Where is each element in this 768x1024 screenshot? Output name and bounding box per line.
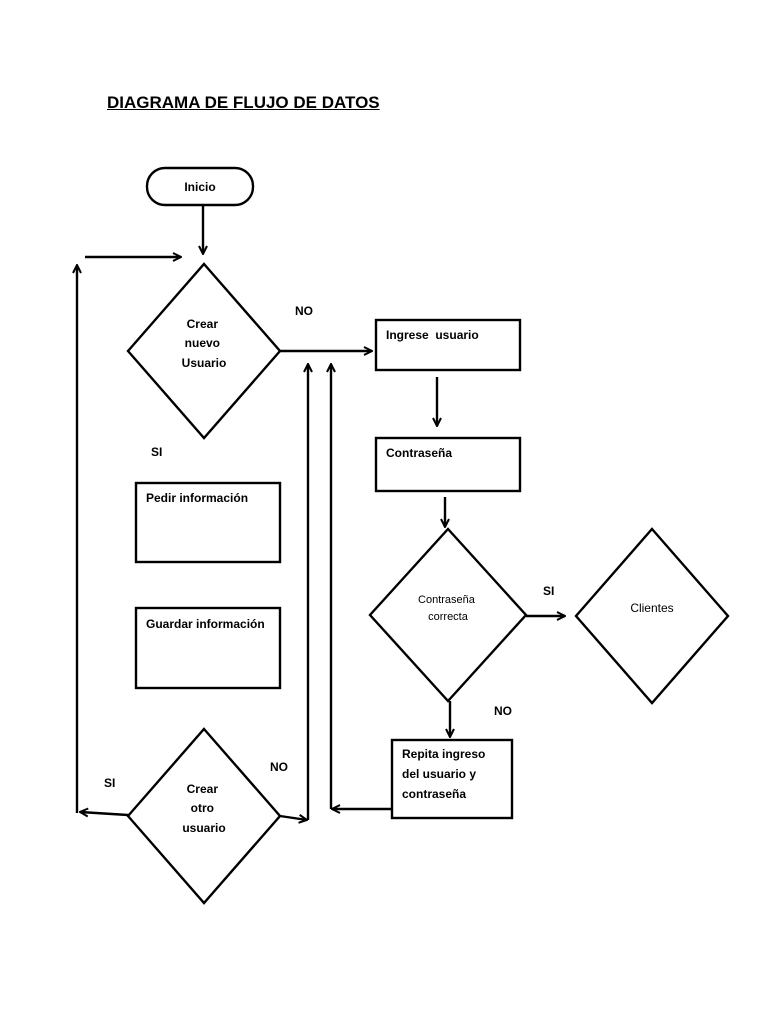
node-repita-ingreso: Repita ingreso del usuario y contraseña: [390, 738, 514, 820]
node-crear-nuevo-usuario: Crear nuevo Usuario: [126, 262, 282, 440]
node-repita-ingreso-label: Repita ingreso del usuario y contraseña: [402, 747, 489, 801]
node-clientes: Clientes: [574, 527, 730, 705]
edge-crear-otro-si: [80, 812, 129, 815]
node-contrasena: Contraseña: [374, 436, 522, 493]
edge-label-no-contrasena: NO: [494, 704, 512, 718]
node-crear-otro-usuario: Crear otro usuario: [126, 727, 282, 905]
node-ingrese-usuario-label: Ingrese usuario: [386, 328, 479, 342]
edge-label-si-contrasena: SI: [543, 584, 554, 598]
node-guardar-informacion: Guardar información: [134, 606, 282, 690]
node-crear-nuevo-usuario-label: Crear nuevo Usuario: [182, 317, 227, 370]
node-inicio-label: Inicio: [184, 180, 215, 194]
node-pedir-informacion-label: Pedir información: [146, 491, 248, 505]
diagram-title: DIAGRAMA DE FLUJO DE DATOS: [107, 93, 380, 112]
edge-label-no-crear-otro: NO: [270, 760, 288, 774]
node-guardar-informacion-label: Guardar información: [146, 617, 265, 631]
edge-crear-otro-no: [279, 816, 307, 820]
node-inicio: Inicio: [145, 166, 255, 207]
node-contrasena-correcta: Contraseña correcta: [368, 527, 528, 703]
node-pedir-informacion: Pedir información: [134, 481, 282, 564]
node-clientes-label: Clientes: [630, 601, 673, 615]
edge-label-no: NO: [295, 304, 313, 318]
edge-label-si-crear-otro: SI: [104, 776, 115, 790]
node-contrasena-correcta-label: Contraseña correcta: [418, 594, 478, 623]
node-crear-otro-usuario-label: Crear otro usuario: [182, 782, 225, 835]
edge-label-si: SI: [151, 445, 162, 459]
node-ingrese-usuario: Ingrese usuario: [374, 318, 522, 372]
edges: [77, 205, 565, 820]
node-contrasena-label: Contraseña: [386, 446, 452, 460]
